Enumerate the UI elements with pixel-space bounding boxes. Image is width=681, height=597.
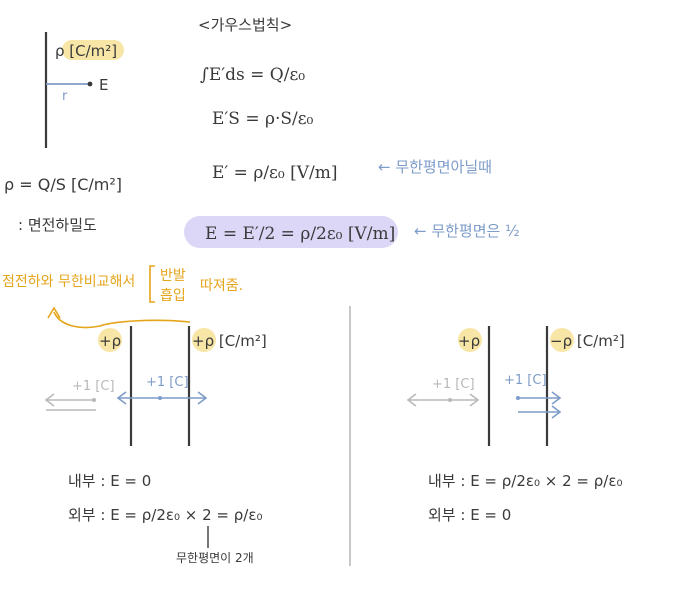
right-charge-1: +ρ [458, 332, 480, 350]
right-outside-arrow-head-l [406, 393, 417, 407]
right-inside-arrow-head-1 [551, 391, 562, 405]
right-test-outside: +1 [C] [432, 377, 475, 392]
right-inside-arrow-head-2 [551, 405, 562, 419]
infinite-plane-highlight [184, 216, 398, 248]
left-inside-arrow-head-l [116, 391, 127, 405]
surface-density-note: : 면전하밀도 [18, 216, 97, 234]
left-charge-2: +ρ [C/m²] [192, 332, 267, 350]
gauss-eq-4: E = E′/2 = ρ/2ε₀ [V/m] [205, 224, 395, 244]
plate-diagram: ρ [C/m²] E r [44, 32, 124, 148]
right-outside-charge [448, 398, 452, 402]
right-test-inside: +1 [C] [504, 373, 547, 388]
gauss-eq-1: ∫E′ds = Q/ε₀ [200, 65, 305, 85]
reference-arrow-head [47, 306, 61, 319]
reference-bracket [149, 265, 155, 303]
gauss-eq-2: E′S = ρ·S/ε₀ [212, 109, 314, 129]
reference-note: 점전하와 무한비교해서 [2, 274, 135, 290]
charge-highlight-1 [98, 328, 122, 352]
left-inside-charge [158, 396, 162, 400]
rho-highlight [62, 40, 124, 60]
rho-definition: ρ = Q/S [C/m²] [4, 175, 122, 194]
charge-highlight-3 [458, 328, 482, 352]
left-outside-charge [92, 398, 96, 402]
field-point [87, 81, 93, 87]
left-diagram: +ρ +ρ [C/m²] +1 [C] +1 [C] 내부 : E = 0 외부… [44, 326, 267, 565]
left-outside-arrow-head [44, 393, 55, 407]
left-test-inside: +1 [C] [146, 375, 189, 390]
reference-arrow [53, 311, 191, 329]
option-repel: 반발 [160, 268, 186, 284]
gauss-eq-4-note: ← 무한평면은 ½ [414, 222, 520, 240]
right-outside-arrow-head-r [469, 393, 480, 407]
charge-highlight-2 [192, 328, 216, 352]
left-outer-field: 외부 : E = ρ/2ε₀ × 2 = ρ/ε₀ [68, 506, 262, 524]
gauss-title: <가우스법칙> [198, 16, 292, 34]
rho-label: ρ [C/m²] [55, 42, 117, 60]
left-inner-field: 내부 : E = 0 [68, 472, 151, 490]
left-charge-1: +ρ [99, 332, 121, 350]
right-charge-2: −ρ [C/m²] [550, 332, 625, 350]
point-label: E [99, 76, 108, 94]
charge-highlight-4 [550, 328, 574, 352]
right-outer-field: 외부 : E = 0 [428, 506, 511, 524]
reference-suffix: 따져줌. [200, 278, 243, 294]
right-inner-field: 내부 : E = ρ/2ε₀ × 2 = ρ/ε₀ [428, 472, 622, 490]
right-diagram: +ρ −ρ [C/m²] +1 [C] +1 [C] 내부 : E = ρ/2ε… [406, 326, 625, 524]
left-test-outside: +1 [C] [72, 379, 115, 394]
option-attract: 흡입 [160, 288, 186, 304]
left-annotation: 무한평면이 2개 [176, 551, 254, 565]
gauss-eq-3: E′ = ρ/ε₀ [V/m] [212, 163, 337, 183]
left-inside-arrow-head-r [197, 391, 208, 405]
r-label: r [62, 89, 68, 104]
gauss-eq-3-note: ← 무한평면아닐때 [378, 158, 492, 176]
